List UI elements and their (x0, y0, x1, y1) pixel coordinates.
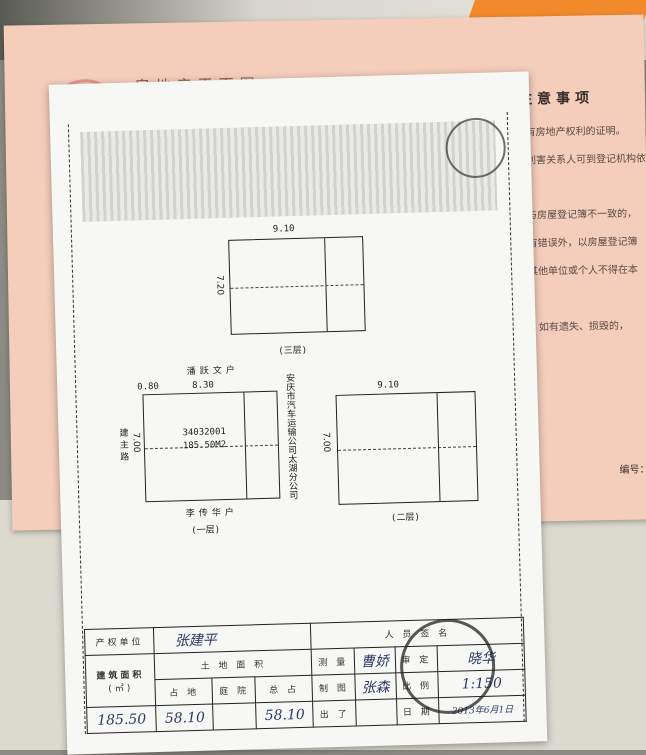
first-floor-plan: 34032001 185.50M2 (142, 390, 281, 503)
second-floor-plan (335, 391, 479, 505)
third-floor-width: 9.10 (272, 224, 295, 235)
first-floor-height: 7.00 (130, 432, 142, 453)
survey-label: 测 量 (311, 648, 356, 676)
third-floor-plan (228, 236, 366, 335)
check-label: 出 了 (312, 699, 357, 728)
photocopy-noise-band (80, 120, 498, 222)
drawing-value: 张森 (355, 672, 397, 700)
third-floor-height: 7.20 (214, 275, 225, 296)
second-floor-caption: (二层) (390, 512, 420, 524)
total-value: 58.10 (255, 701, 314, 729)
area-unit: (㎡) (108, 683, 134, 694)
second-floor-width: 9.10 (377, 380, 400, 391)
owner-label: 产权单位 (84, 627, 155, 656)
building-area-label: 建筑面积(㎡) (85, 653, 157, 708)
first-floor-offset: 0.80 (137, 381, 160, 393)
col-occupied: 占 地 (155, 677, 214, 706)
check-value (355, 698, 397, 726)
building-area-label-text: 建筑面积 (96, 669, 145, 682)
col-total: 总 占 (255, 675, 313, 703)
occupied-value: 58.10 (156, 703, 214, 732)
first-floor-width: 8.30 (192, 380, 215, 391)
first-floor-area: 185.50M2 (182, 440, 227, 452)
third-floor-caption: (三层) (278, 345, 308, 357)
building-area-value: 185.50 (86, 705, 157, 734)
south-neighbor: 李传华户 (185, 507, 238, 520)
second-floor-height: 7.00 (320, 432, 332, 453)
yard-value (213, 702, 257, 730)
north-neighbor: 潘跃文户 (186, 365, 239, 378)
floor-plan-photocopy: 9.10 7.20 (三层) 潘跃文户 0.80 8.30 34032001 1… (48, 71, 548, 755)
drawing-label: 制 图 (312, 674, 356, 702)
parcel-number: 34032001 (182, 427, 227, 439)
west-road: 建主路 (117, 427, 129, 465)
survey-value: 曹娇 (354, 646, 396, 675)
first-floor-caption: (一层) (191, 525, 221, 537)
col-yard: 庭 院 (212, 676, 256, 704)
serial-label: 编号： (619, 464, 646, 476)
